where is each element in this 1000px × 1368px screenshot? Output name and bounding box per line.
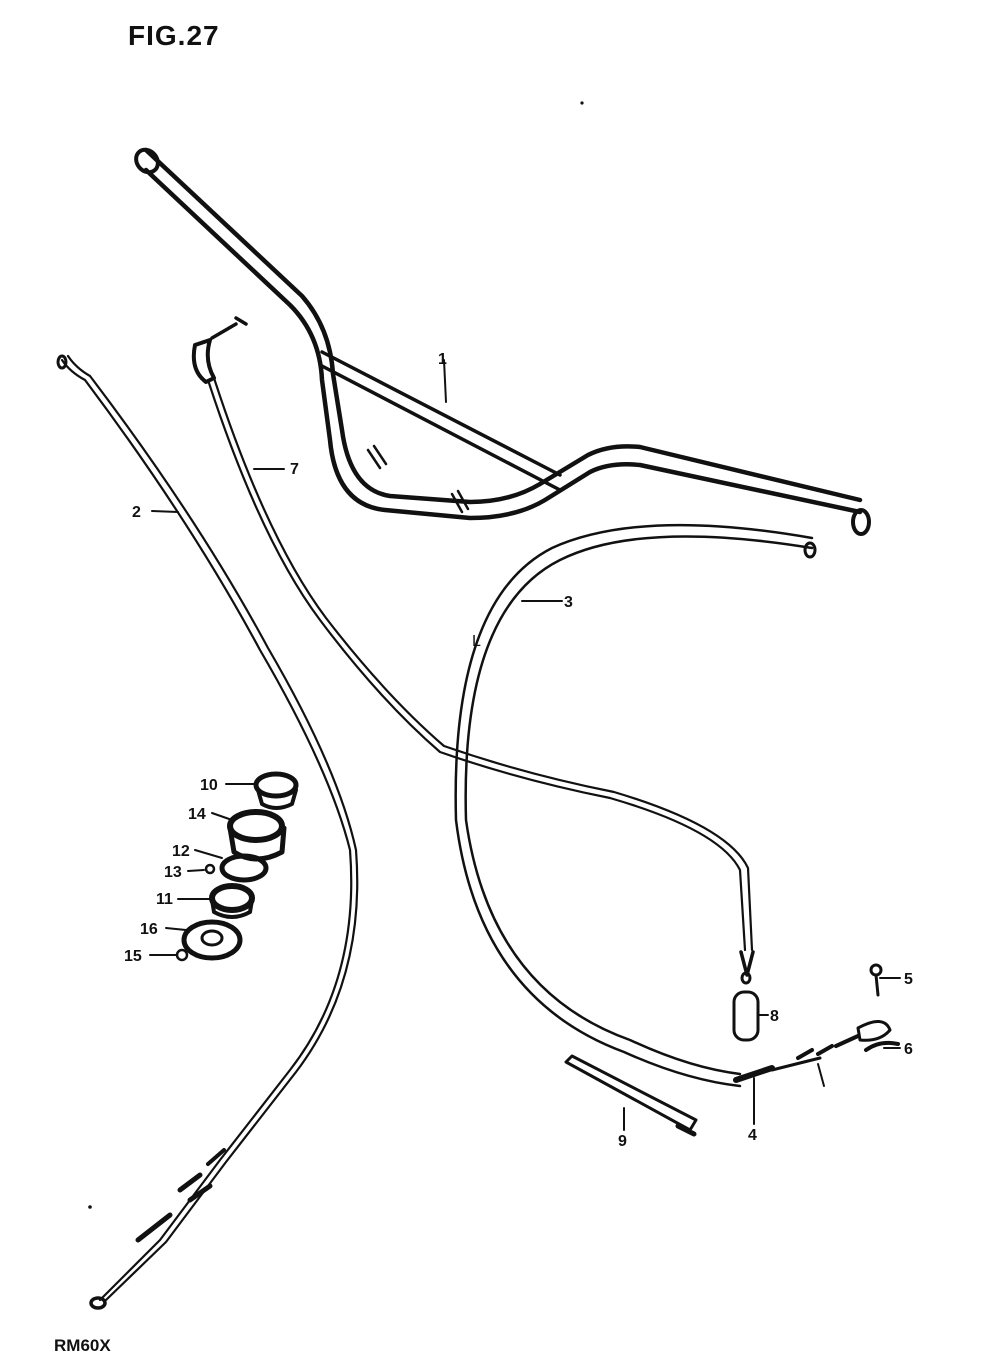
model-label: RM60X xyxy=(54,1336,111,1355)
callout-7: 7 xyxy=(290,461,299,478)
cable-side-mark: L xyxy=(472,633,481,650)
brake-cable xyxy=(454,523,892,1088)
handlebar xyxy=(134,147,871,536)
cotter-pin-part-6 xyxy=(864,1040,900,1052)
adjuster-stack xyxy=(175,771,299,962)
throttle-cable xyxy=(191,316,755,985)
speck xyxy=(580,101,584,105)
callout-13: 13 xyxy=(164,864,182,881)
callout-8: 8 xyxy=(770,1008,779,1025)
callout-16: 16 xyxy=(140,921,158,938)
callout-10: 10 xyxy=(200,777,218,794)
callout-1: 1 xyxy=(438,351,447,368)
callout-3: 3 xyxy=(564,594,573,611)
cable-clamp-part-9 xyxy=(564,1054,698,1137)
pin-part-5 xyxy=(869,963,883,997)
leader-lines xyxy=(149,359,901,1131)
callout-12: 12 xyxy=(172,843,190,860)
callout-5: 5 xyxy=(904,971,913,988)
cable-cap-part-8 xyxy=(732,990,760,1042)
callout-6: 6 xyxy=(904,1041,913,1058)
callout-11: 11 xyxy=(156,891,173,908)
callout-14: 14 xyxy=(188,806,206,823)
callout-9: 9 xyxy=(618,1133,627,1150)
callout-4: 4 xyxy=(748,1127,757,1144)
clutch-cable xyxy=(56,354,359,1310)
callout-15: 15 xyxy=(124,948,142,965)
callout-2: 2 xyxy=(132,504,141,521)
figure-title: FIG.27 xyxy=(128,20,220,51)
speck xyxy=(88,1205,92,1209)
